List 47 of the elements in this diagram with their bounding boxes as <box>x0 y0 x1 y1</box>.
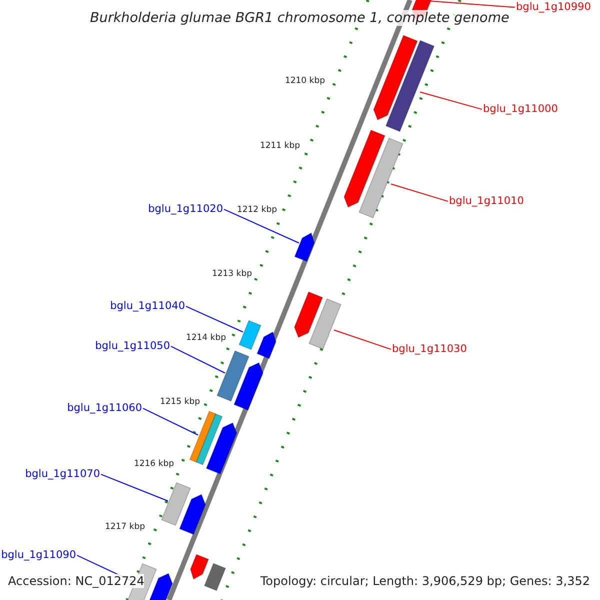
gene-feature <box>358 138 404 218</box>
gene-feature <box>344 130 386 208</box>
gene-label: bglu_1g11010 <box>449 195 524 208</box>
gene-feature <box>234 362 264 411</box>
leader-line <box>420 92 482 110</box>
gene-feature <box>206 422 238 474</box>
leader-line <box>100 474 168 502</box>
gene-feature <box>189 410 223 466</box>
gene-feature <box>308 298 342 350</box>
leader-line <box>430 0 516 8</box>
gene-feature <box>238 320 262 350</box>
leader-line <box>224 208 300 244</box>
gene-label: bglu_1g11050 <box>95 340 170 353</box>
gene-feature <box>294 232 315 262</box>
scale-label: 1213 kbp <box>212 269 252 280</box>
title: Burkholderia glumae BGR1 chromosome 1, complete genome <box>90 10 510 26</box>
gene-feature <box>161 482 191 526</box>
leader-line <box>390 184 448 202</box>
gene-feature <box>179 494 206 535</box>
genome-info-text: Topology: circular; Length: 3,906,529 bp; Genes: 3,352 <box>260 574 590 588</box>
scale-label: 1216 kbp <box>134 459 174 470</box>
gene-feature <box>256 331 276 359</box>
gene-label: bglu_1g11030 <box>392 343 467 356</box>
gene-label: bglu_1g11040 <box>110 300 185 313</box>
gene-feature <box>216 350 250 402</box>
scale-label: 1214 kbp <box>186 333 226 344</box>
gene-feature <box>385 40 435 132</box>
gene-label: bglu_1g11000 <box>483 103 558 116</box>
gene-label: bglu_1g10990 <box>516 1 591 14</box>
gene-label: bglu_1g11070 <box>25 468 100 481</box>
gene-feature <box>294 291 324 338</box>
scale-label: 1217 kbp <box>104 522 145 532</box>
scale-label: 1210 kbp <box>284 76 325 86</box>
gene-feature <box>373 34 418 120</box>
scale-label: 1211 kbp <box>260 141 300 152</box>
leader-line <box>334 330 392 350</box>
gene-label: bglu_1g11090 <box>1 549 76 562</box>
gene-feature <box>204 562 226 592</box>
leader-line <box>142 408 198 436</box>
gene-label: bglu_1g11020 <box>148 203 223 216</box>
scale-label: 1212 kbp <box>236 205 277 216</box>
gene-label: bglu_1g11060 <box>67 402 142 415</box>
scale-label: 1215 kbp <box>160 397 200 408</box>
gene-feature <box>190 554 210 580</box>
leader-line <box>186 306 244 332</box>
accession-text: Accession: NC_012724 <box>8 574 144 588</box>
leader-line <box>170 346 226 374</box>
